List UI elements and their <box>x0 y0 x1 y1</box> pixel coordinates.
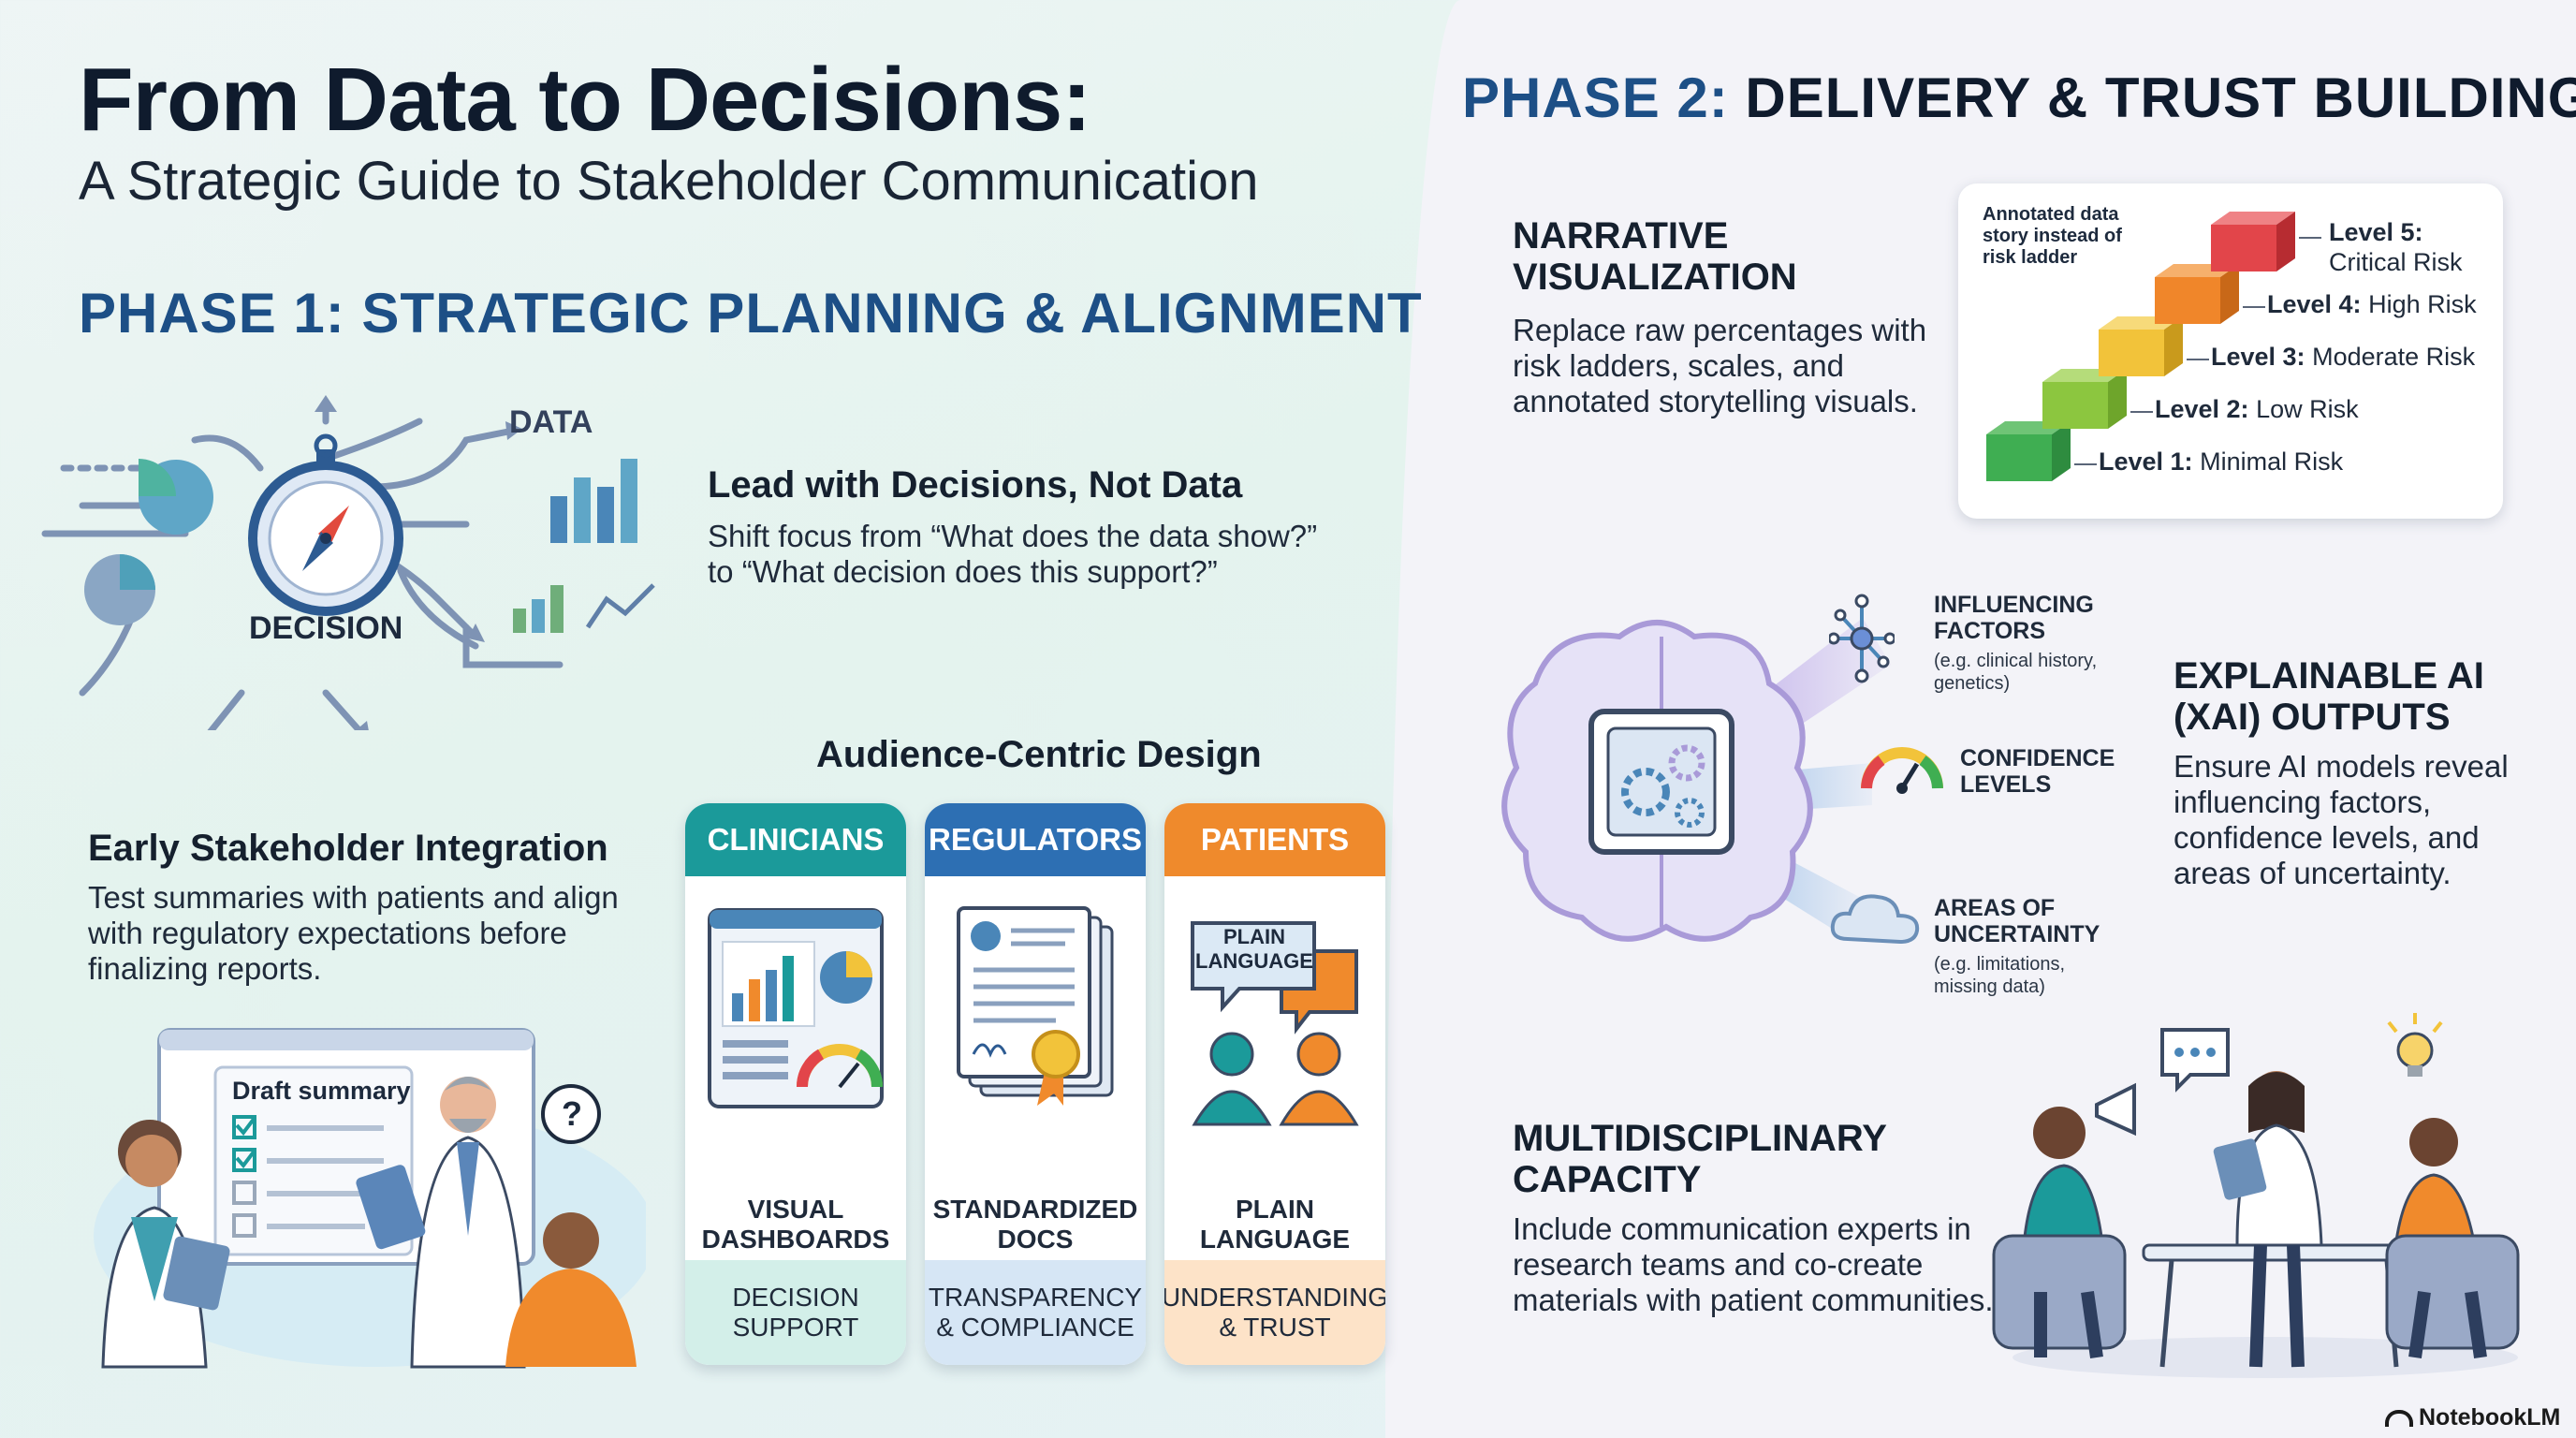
risk-level-5: Level 5:Critical Risk <box>2329 218 2463 276</box>
notebooklm-brand-text: NotebookLM <box>2419 1404 2561 1431</box>
risk-level-3: Level 3: Moderate Risk <box>2211 343 2476 371</box>
card-visual-regulators: STANDARDIZED DOCS <box>925 876 1146 1260</box>
phase2-heading: PHASE 2: DELIVERY & TRUST BUILDING <box>1462 66 2576 130</box>
risk-level-4: Level 4: High Risk <box>2267 290 2477 318</box>
phase2-heading-main: DELIVERY & TRUST BUILDING <box>1745 66 2576 129</box>
notebooklm-logo-icon <box>2385 1410 2413 1428</box>
narrative-title: NARRATIVE VISUALIZATION <box>1513 215 1797 298</box>
stakeholder-meeting-illustration: ? <box>94 1028 646 1369</box>
page-title: From Data to Decisions: <box>79 50 1091 150</box>
xai-text: Ensure AI models reveal influencing fact… <box>2174 749 2509 890</box>
page-subtitle: A Strategic Guide to Stakeholder Communi… <box>79 151 1259 212</box>
dashboard-icon <box>708 908 884 1108</box>
card-foot-regulators: TRANSPARENCY & COMPLIANCE <box>925 1260 1146 1365</box>
early-text: Test summaries with patients and align w… <box>88 880 619 986</box>
notebooklm-brand: NotebookLM <box>2385 1404 2560 1431</box>
network-factors-icon <box>1829 594 1895 683</box>
svg-text:?: ? <box>562 1094 582 1133</box>
audience-card-clinicians: CLINICIANS VISUAL DASHBOARDS DECISION SU… <box>685 803 906 1365</box>
factor-uncertainty-sub: (e.g. limitations, missing data) <box>1934 954 2066 997</box>
risk-level-2: Level 2: Low Risk <box>2155 395 2359 423</box>
audience-card-patients: PATIENTS PLAIN LANGUAGE PLAIN LANGUAGE U… <box>1164 803 1385 1365</box>
card-label-patients: PLAIN LANGUAGE <box>1199 1195 1351 1254</box>
draft-summary-label: Draft summary <box>232 1077 411 1105</box>
card-head-clinicians: CLINICIANS <box>685 803 906 876</box>
card-label-clinicians: VISUAL DASHBOARDS <box>701 1195 890 1254</box>
audience-title: Audience-Centric Design <box>816 734 1262 775</box>
risk-ladder-caption: Annotated data story instead of risk lad… <box>1983 204 2122 268</box>
risk-ladder-steps <box>1986 212 2321 481</box>
confidence-gauge-icon <box>1861 747 1943 794</box>
xai-title: EXPLAINABLE AI (XAI) OUTPUTS <box>2174 655 2484 738</box>
patients-conversation-icon <box>1191 921 1359 1126</box>
uncertainty-cloud-icon <box>1830 894 1920 945</box>
factor-uncertainty-title: AREAS OF UNCERTAINTY <box>1934 895 2100 947</box>
multi-text: Include communication experts in researc… <box>1513 1211 1994 1317</box>
team-collaboration-illustration <box>1992 1013 2520 1378</box>
card-label-regulators: STANDARDIZED DOCS <box>932 1195 1138 1254</box>
decision-compass-illustration <box>41 395 655 730</box>
lead-title: Lead with Decisions, Not Data <box>708 464 1243 506</box>
factor-confidence-title: CONFIDENCE LEVELS <box>1960 745 2115 798</box>
card-foot-patients: UNDERSTANDING & TRUST <box>1164 1260 1385 1365</box>
card-visual-patients: PLAIN LANGUAGE PLAIN LANGUAGE <box>1164 876 1385 1260</box>
factor-influencing-title: INFLUENCING FACTORS <box>1934 592 2094 644</box>
card-foot-clinicians: DECISION SUPPORT <box>685 1260 906 1365</box>
risk-ladder-card: Annotated data story instead of risk lad… <box>1958 183 2503 519</box>
phase1-heading: PHASE 1: STRATEGIC PLANNING & ALIGNMENT <box>79 282 1423 345</box>
factor-influencing-sub: (e.g. clinical history, genetics) <box>1934 651 2098 694</box>
risk-level-1: Level 1: Minimal Risk <box>2099 448 2344 476</box>
phase2-heading-prefix: PHASE 2: <box>1462 66 1729 129</box>
audience-card-regulators: REGULATORS STANDARDIZED DOCS TRANSPARENC… <box>925 803 1146 1365</box>
early-title: Early Stakeholder Integration <box>88 828 608 869</box>
narrative-text: Replace raw percentages with risk ladder… <box>1513 313 1927 418</box>
decision-label: DECISION <box>249 610 403 646</box>
standardized-docs-icon <box>957 906 1114 1106</box>
multi-title: MULTIDISCIPLINARY CAPACITY <box>1513 1118 1887 1200</box>
lead-text: Shift focus from “What does the data sho… <box>708 519 1318 589</box>
plain-language-bubble-text: PLAIN LANGUAGE <box>1195 925 1313 973</box>
card-visual-clinicians: VISUAL DASHBOARDS <box>685 876 906 1260</box>
card-head-patients: PATIENTS <box>1164 803 1385 876</box>
card-head-regulators: REGULATORS <box>925 803 1146 876</box>
data-label: DATA <box>509 404 593 440</box>
ai-brain-illustration <box>1501 618 1891 942</box>
